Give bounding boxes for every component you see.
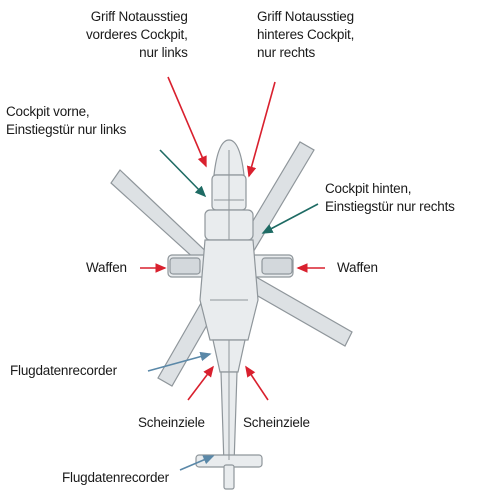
arrow-scheinziele-links [188,367,213,400]
label-line: hinteres Cockpit, [257,26,354,44]
label-scheinziele-rechts: Scheinziele [243,414,310,432]
label-line: nur rechts [257,44,354,62]
label-line: Flugdatenrecorder [10,362,117,380]
label-line: Einstiegstür nur links [6,121,126,139]
label-line: nur links [86,44,188,62]
arrow-scheinziele-rechts [246,367,268,400]
label-line: Scheinziele [243,414,310,432]
label-line: vorderes Cockpit, [86,26,188,44]
label-flugdaten-1: Flugdatenrecorder [10,362,117,380]
label-line: Waffen [337,259,378,277]
label-griff-vorne: Griff Notausstieg vorderes Cockpit, nur … [86,8,188,62]
arrow-griff-vorne [168,77,206,166]
label-scheinziele-links: Scheinziele [138,414,205,432]
label-cockpit-vorne: Cockpit vorne, Einstiegstür nur links [6,103,126,139]
label-griff-hinten: Griff Notausstieg hinteres Cockpit, nur … [257,8,354,62]
label-waffen-rechts: Waffen [337,259,378,277]
arrow-griff-hinten [249,82,275,176]
label-flugdaten-2: Flugdatenrecorder [62,469,169,487]
label-line: Cockpit vorne, [6,103,126,121]
label-line: Flugdatenrecorder [62,469,169,487]
arrow-cockpit-vorne [160,150,205,196]
label-line: Griff Notausstieg [86,8,188,26]
label-cockpit-hinten: Cockpit hinten, Einstiegstür nur rechts [325,180,455,216]
label-line: Cockpit hinten, [325,180,455,198]
label-line: Griff Notausstieg [257,8,354,26]
label-line: Einstiegstür nur rechts [325,198,455,216]
label-line: Waffen [86,259,127,277]
label-waffen-links: Waffen [86,259,127,277]
label-line: Scheinziele [138,414,205,432]
